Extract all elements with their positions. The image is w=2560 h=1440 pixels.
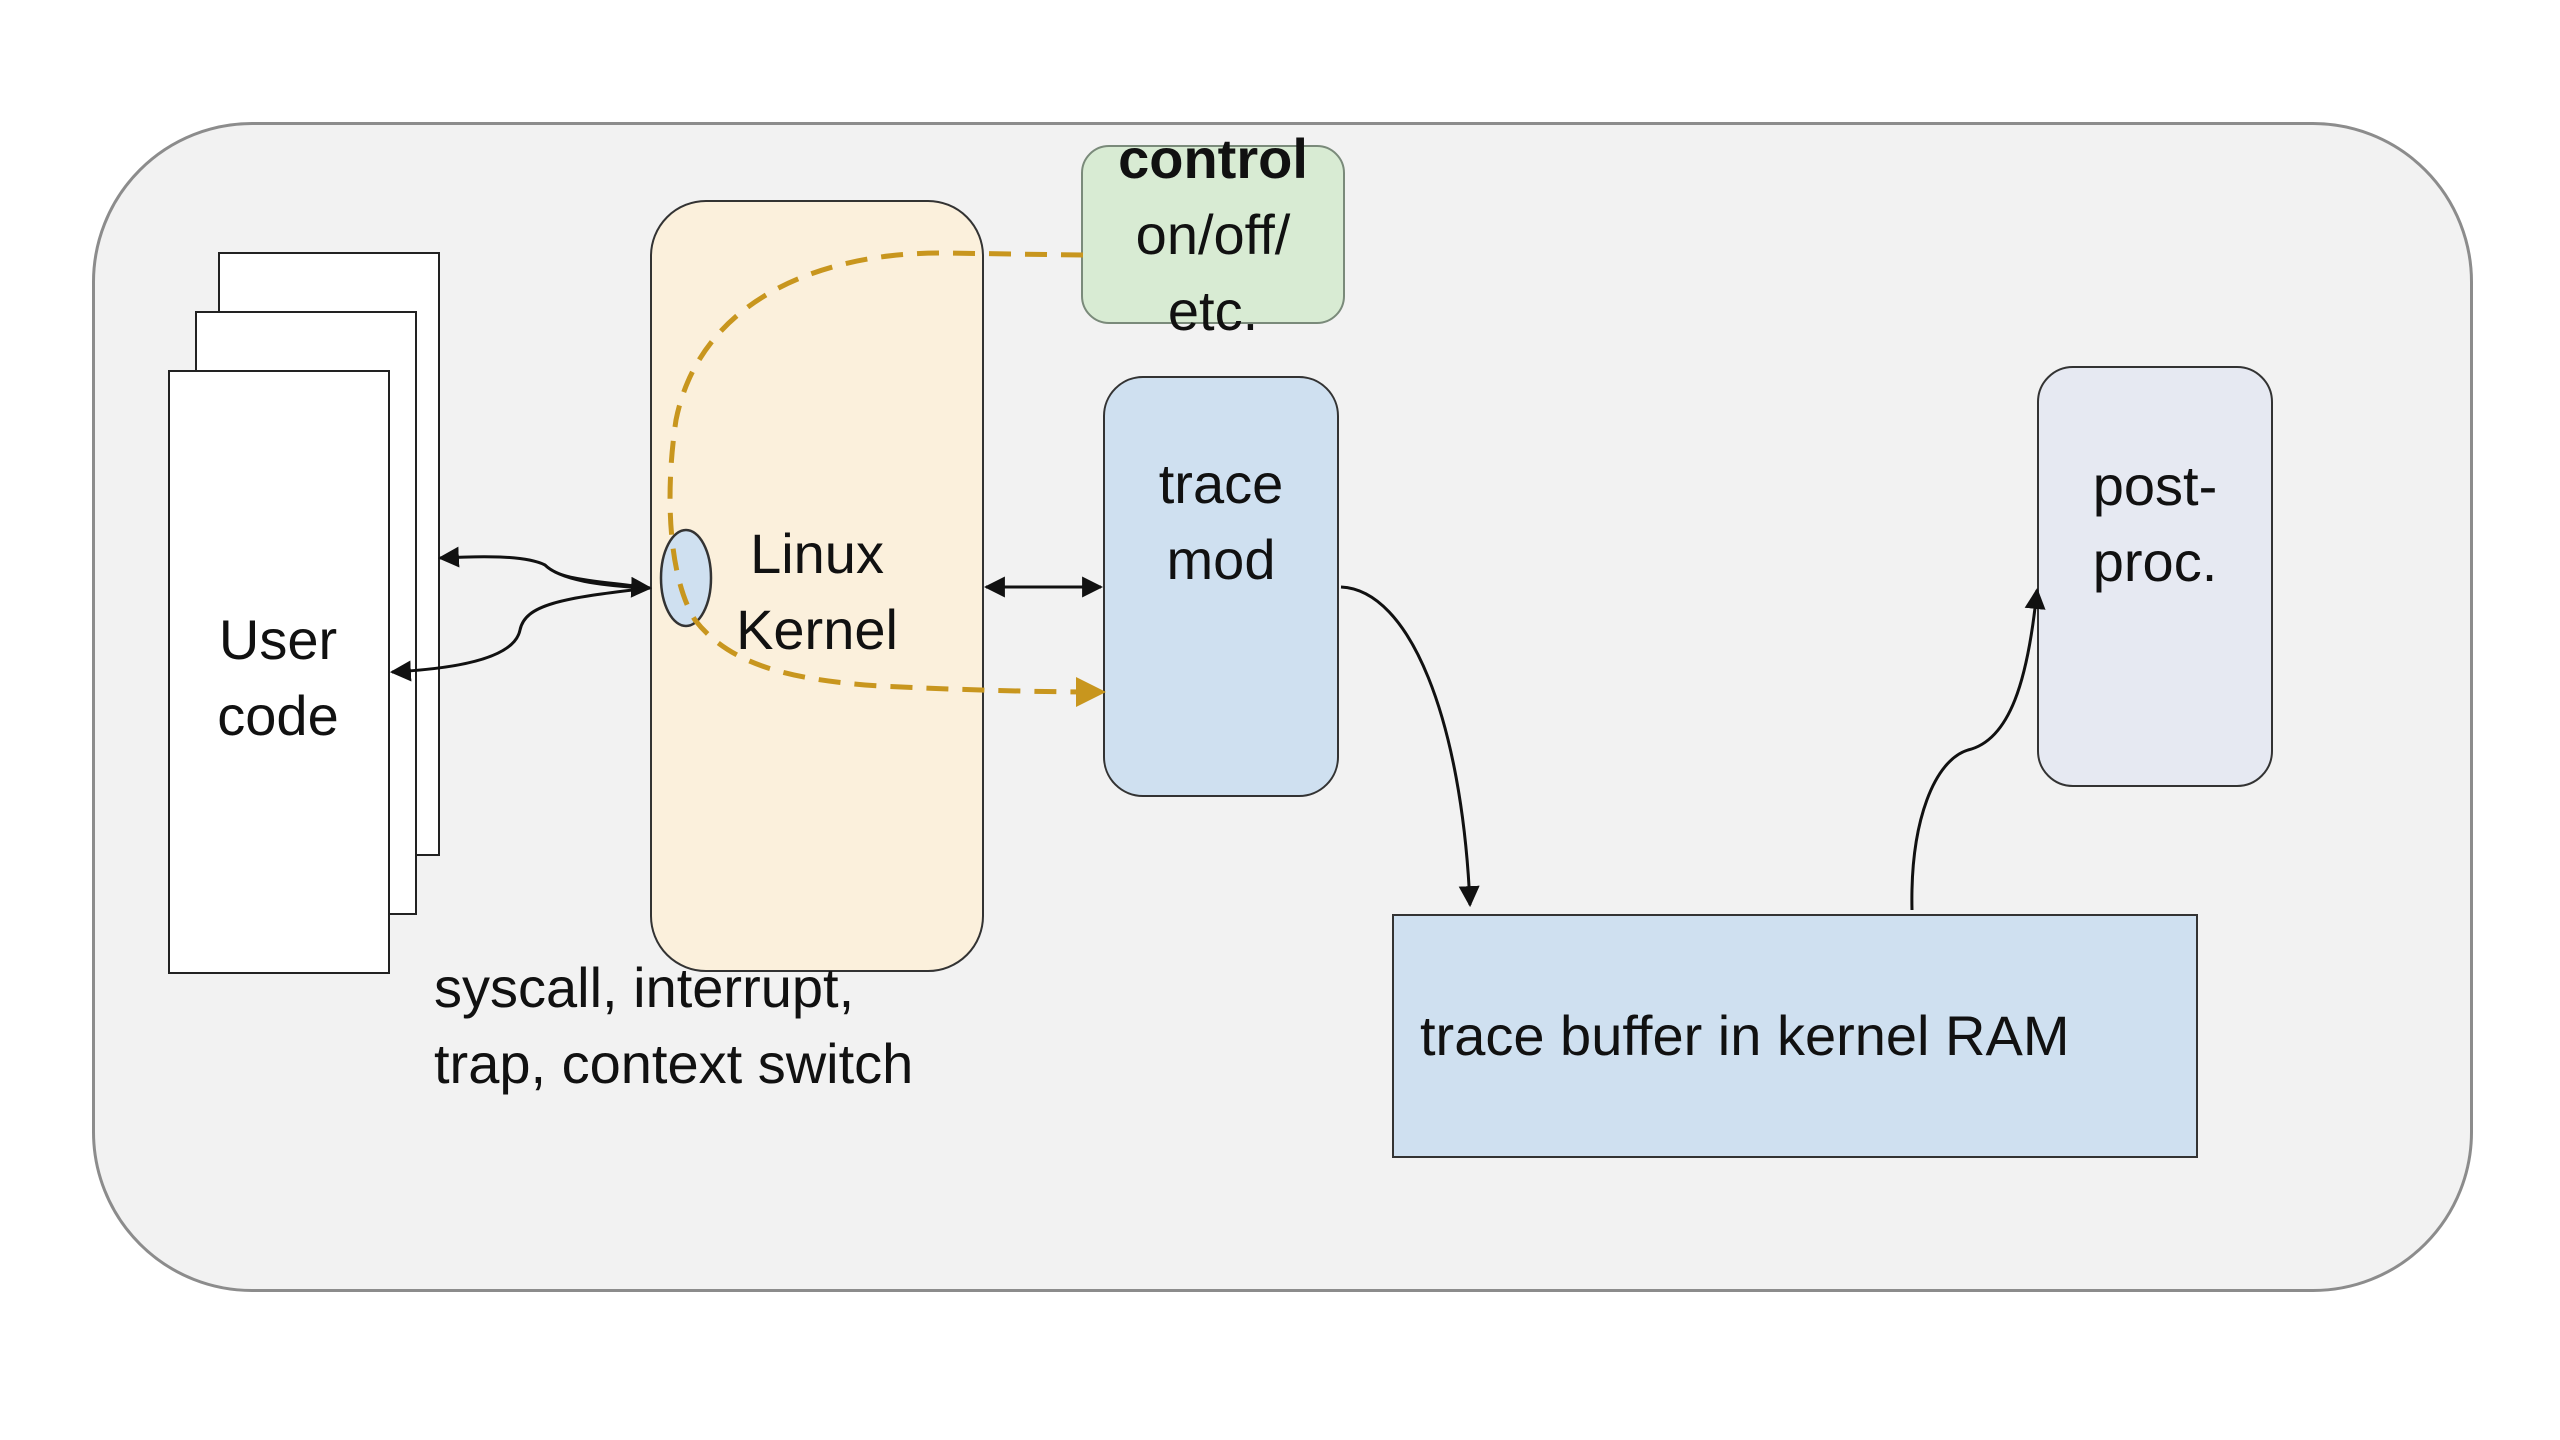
trace-buffer-label: trace buffer in kernel RAM xyxy=(1420,1004,2070,1067)
postproc-box: post-proc. xyxy=(2037,366,2273,787)
control-title: control xyxy=(1118,126,1308,190)
event-caption: syscall, interrupt, trap, context switch xyxy=(434,950,913,1102)
event-caption-line2: trap, context switch xyxy=(434,1032,914,1095)
user-code-label: User code xyxy=(217,608,339,747)
user-code-page-front xyxy=(168,370,390,974)
linux-kernel-box: Linux Kernel xyxy=(650,200,984,972)
linux-kernel-label: Linux Kernel xyxy=(736,522,898,661)
control-body: on/off/ etc. xyxy=(1135,202,1291,342)
event-caption-line1: syscall, interrupt, xyxy=(434,956,855,1019)
postproc-label: post-proc. xyxy=(2092,454,2218,593)
trace-buffer-box: trace buffer in kernel RAM xyxy=(1392,914,2198,1158)
control-box: control on/off/ etc. xyxy=(1081,127,1345,342)
trace-mod-label: trace mod xyxy=(1158,451,1284,591)
trace-mod-box: trace mod xyxy=(1103,376,1339,797)
